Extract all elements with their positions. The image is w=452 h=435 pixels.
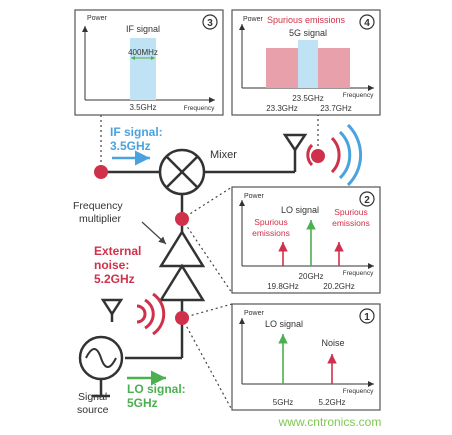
- panel-number: 2: [364, 195, 370, 206]
- panel-lo-multiplied-spectrum: Power Frequency LO signal Spurious emiss…: [231, 186, 381, 294]
- frequency-label: Frequency: [343, 388, 374, 395]
- freq-tick-23-5ghz: 23.5GHz: [292, 94, 324, 103]
- watermark-text: www.cntronics.com: [278, 415, 382, 429]
- power-label: Power: [87, 15, 108, 22]
- panel-number-badge: [359, 191, 375, 207]
- probe-points: [94, 149, 325, 325]
- noise-label: Noise: [321, 338, 344, 348]
- frequency-multiplier-label-2: multiplier: [79, 213, 122, 225]
- freq-tick-19-8ghz: 19.8GHz: [267, 282, 299, 291]
- spurious-right-label: Spurious: [334, 207, 368, 217]
- spurious-right-label-2: emissions: [332, 218, 370, 228]
- if-signal-band: [130, 38, 156, 100]
- frequency-multiplier-symbol: [158, 229, 206, 302]
- spurious-band-right: [318, 48, 350, 88]
- circuit-wires: [99, 150, 297, 396]
- bandwidth-label: 400MHz: [128, 48, 158, 57]
- probe-point-lo-input: [175, 311, 189, 325]
- panel-number: 3: [207, 18, 213, 29]
- if-signal-freq-label: 3.5GHz: [110, 139, 151, 153]
- panel-number-badge: [359, 308, 375, 324]
- freq-tick-5-2ghz: 5.2GHz: [318, 398, 345, 407]
- signal-source-label-2: source: [77, 404, 109, 416]
- spurious-left-label: Spurious: [254, 217, 288, 227]
- 5g-signal-band: [298, 40, 318, 88]
- probe-point-multiplied-lo: [175, 212, 189, 226]
- freq-tick-3-5ghz: 3.5GHz: [129, 103, 156, 112]
- spurious-emissions-label: Spurious emissions: [267, 15, 346, 25]
- 5g-signal-label: 5G signal: [289, 28, 327, 38]
- signal-source-label: Signal: [78, 391, 107, 403]
- freq-tick-20-2ghz: 20.2GHz: [323, 282, 355, 291]
- lo-signal-label: LO signal:: [127, 382, 186, 396]
- noise-antenna-icon: [100, 298, 124, 322]
- panel-number: 4: [364, 18, 370, 29]
- mixer-symbol: [158, 148, 206, 196]
- freq-tick-23-7ghz: 23.7GHz: [320, 104, 352, 113]
- freq-tick-23-3ghz: 23.3GHz: [266, 104, 298, 113]
- multiplier-pointer-arrow: [141, 221, 167, 245]
- frequency-label: Frequency: [184, 105, 215, 112]
- probe-point-if: [94, 165, 108, 179]
- lo-signal-label: LO signal: [281, 205, 319, 215]
- lo-signal-label: LO signal: [265, 319, 303, 329]
- mixer-label: Mixer: [210, 149, 237, 161]
- noise-radio-waves-icon: [136, 292, 166, 336]
- output-antenna-icon: [282, 133, 308, 153]
- panel-number-badge: [359, 14, 375, 30]
- panel-number: 1: [364, 312, 370, 323]
- if-signal-label: IF signal:: [110, 125, 163, 139]
- freq-tick-20ghz: 20GHz: [299, 272, 324, 281]
- frequency-label: Frequency: [343, 270, 374, 277]
- panel-rf-spectrum: Power Frequency Spurious emissions 5G si…: [231, 9, 381, 116]
- signal-source-symbol: [78, 335, 124, 398]
- spurious-left-label-2: emissions: [252, 228, 290, 238]
- frequency-label: Frequency: [343, 92, 374, 99]
- power-label: Power: [244, 310, 265, 317]
- output-radio-waves-icon: [306, 123, 363, 187]
- freq-tick-5ghz: 5GHz: [273, 398, 293, 407]
- power-label: Power: [244, 193, 265, 200]
- frequency-multiplier-label: Frequency: [73, 200, 123, 212]
- power-label: Power: [243, 16, 264, 23]
- panel-number-badge: [202, 14, 218, 30]
- spurious-band-left: [266, 48, 298, 88]
- panel-if-spectrum: Power Frequency IF signal 400MHz 3.5GHz …: [74, 9, 224, 116]
- external-noise-freq-label: 5.2GHz: [94, 272, 135, 286]
- probe-point-rf: [311, 149, 325, 163]
- if-signal-label: IF signal: [126, 24, 160, 34]
- panel-lo-input-spectrum: Power Frequency LO signal Noise 5GHz 5.2…: [231, 303, 381, 411]
- lo-signal-freq-label: 5GHz: [127, 396, 158, 410]
- external-noise-label-2: noise:: [94, 258, 129, 272]
- external-noise-label: External: [94, 244, 141, 258]
